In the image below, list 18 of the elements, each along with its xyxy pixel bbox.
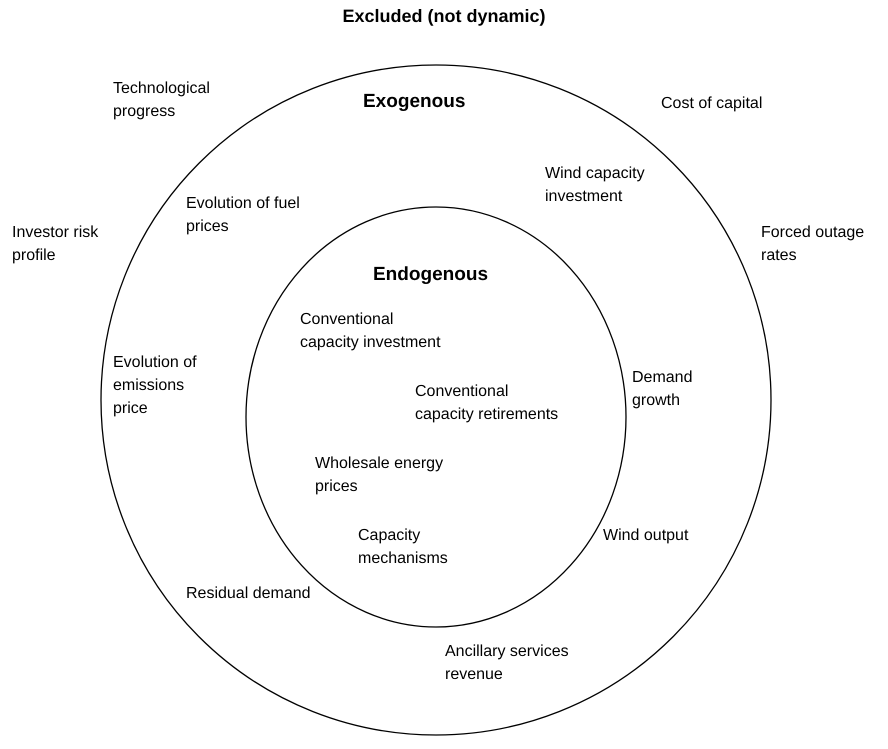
factor-label: Wholesale energy prices — [315, 454, 444, 497]
factor-label: Conventional capacity investment — [300, 310, 442, 353]
factor-label: Evolution of emissions price — [113, 353, 198, 419]
factor-label: Investor risk profile — [12, 223, 100, 266]
factor-label: Evolution of fuel prices — [186, 194, 301, 237]
factor-label: Conventional capacity retirements — [415, 382, 560, 425]
factor-label: Capacity mechanisms — [358, 526, 449, 569]
factor-label: Wind output — [603, 526, 688, 546]
region-heading: Endogenous — [373, 263, 488, 286]
factor-label: Ancillary services revenue — [445, 642, 570, 685]
factor-label: Cost of capital — [661, 94, 762, 114]
factor-label: Demand growth — [632, 368, 694, 411]
factor-label: Technological progress — [113, 79, 211, 122]
factor-label: Forced outage rates — [761, 223, 866, 266]
title: Excluded (not dynamic) — [341, 6, 547, 27]
factor-label: Residual demand — [186, 584, 311, 604]
factor-label: Wind capacity investment — [545, 164, 646, 207]
region-heading: Exogenous — [363, 90, 466, 113]
